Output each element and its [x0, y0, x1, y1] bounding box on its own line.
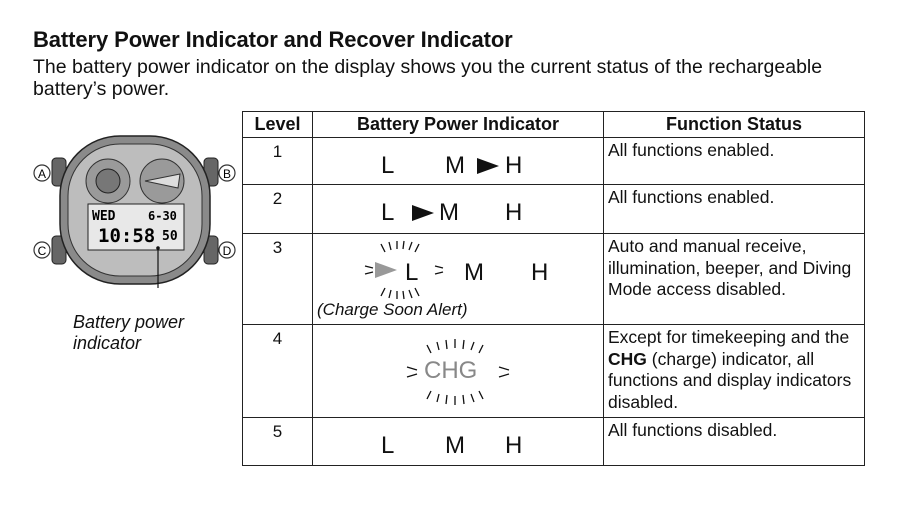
h-segment: H: [505, 199, 523, 226]
display-time: 10:58: [98, 225, 155, 247]
status-text: (charge) indicator, all functions and di…: [608, 348, 852, 412]
h-segment: H: [505, 152, 523, 179]
status-text: Except for timekeeping and the: [608, 327, 850, 347]
level-cell: 3: [242, 233, 313, 325]
h-segment: H: [505, 432, 523, 459]
button-b-label: B: [223, 167, 231, 181]
indicator-cell: L M H: [312, 137, 604, 185]
button-b-icon: [218, 164, 236, 182]
button-d-label: D: [223, 244, 232, 258]
level-cell: 5: [242, 417, 313, 466]
indicator-cell: L M H: [312, 417, 604, 466]
button-d-icon: [218, 241, 236, 259]
button-c-label: C: [38, 244, 47, 258]
table-row: 3 L M H: [242, 233, 865, 325]
caption-line: indicator: [73, 333, 142, 353]
table-row: 4 CHG: [242, 324, 865, 418]
display-date: 6-30: [148, 209, 177, 223]
chg-keyword: CHG: [608, 348, 647, 369]
m-segment: M: [464, 259, 484, 286]
header-level: Level: [242, 111, 313, 138]
button-a-icon: [33, 164, 51, 182]
l-segment: L: [381, 199, 395, 226]
h-segment: H: [531, 259, 549, 286]
status-cell: All functions disabled.: [603, 417, 865, 466]
level-cell: 1: [242, 137, 313, 185]
button-c-icon: [33, 241, 51, 259]
flashing-rays-icon: [406, 339, 510, 405]
figure-caption: Battery power indicator: [73, 312, 184, 354]
chg-indicator: CHG: [424, 357, 478, 384]
m-segment: M: [445, 432, 465, 459]
table-header-row: Level Battery Power Indicator Function S…: [242, 111, 865, 138]
display-seconds: 50: [162, 229, 178, 244]
flashing-rays-icon: [364, 240, 444, 300]
level-pointer-icon: [477, 158, 499, 174]
m-segment: M: [439, 199, 459, 226]
level-pointer-icon: [412, 205, 434, 221]
l-segment: L: [381, 432, 395, 459]
button-a-label: A: [38, 167, 46, 181]
header-function-status: Function Status: [603, 111, 865, 138]
l-segment: L: [381, 152, 395, 179]
indicator-cell: CHG: [312, 324, 604, 418]
watch-illustration: A B C D WED 6-30 10:58 50: [33, 135, 236, 288]
header-indicator: Battery Power Indicator: [312, 111, 604, 138]
display-day: WED: [92, 209, 116, 224]
indicator-cell: L M H: [312, 184, 604, 234]
table-row: 1 L M H All functions enabled.: [242, 137, 865, 185]
status-cell: Except for timekeeping and the CHG (char…: [603, 324, 865, 418]
indicator-cell: L M H (Charge Soon Alert): [312, 233, 604, 325]
intro-paragraph: The battery power indicator on the displ…: [33, 56, 823, 100]
charge-soon-alert-label: (Charge Soon Alert): [317, 300, 468, 319]
status-cell: Auto and manual receive, illumination, b…: [603, 233, 865, 325]
status-cell: All functions enabled.: [603, 184, 865, 234]
l-segment: L: [405, 259, 419, 286]
m-segment: M: [445, 152, 465, 179]
level-cell: 2: [242, 184, 313, 234]
level-cell: 4: [242, 324, 313, 418]
table-row: 5 L M H All functions disabled.: [242, 417, 865, 466]
battery-level-table: Level Battery Power Indicator Function S…: [242, 111, 865, 466]
page-title: Battery Power Indicator and Recover Indi…: [33, 27, 513, 52]
caption-line: Battery power: [73, 312, 185, 332]
status-cell: All functions enabled.: [603, 137, 865, 185]
table-row: 2 L M H All functions enabled.: [242, 184, 865, 234]
